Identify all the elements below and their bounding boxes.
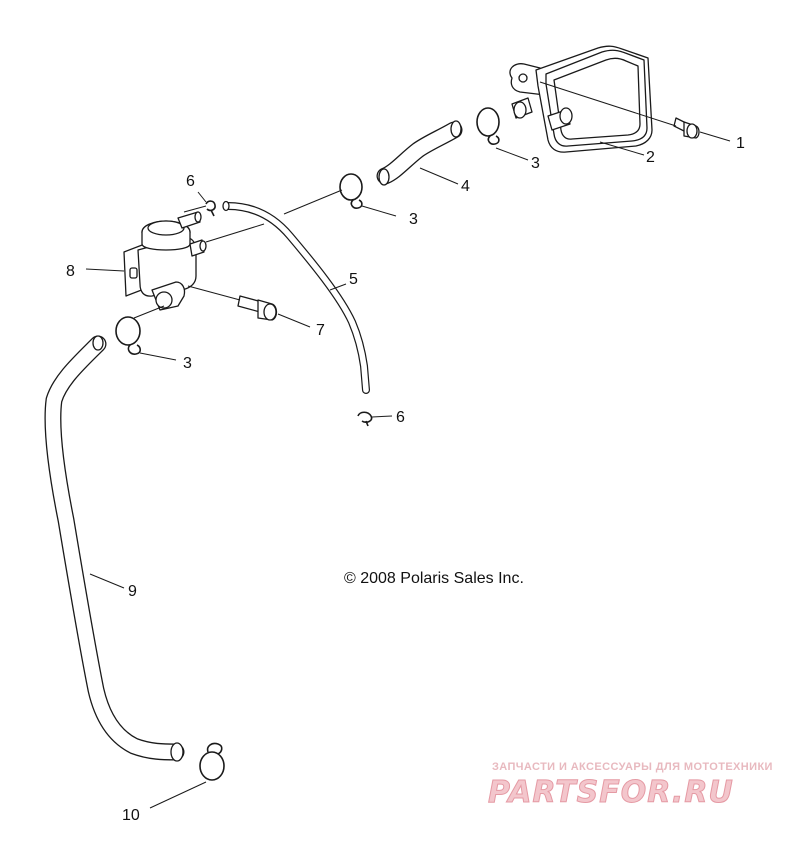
part-3-clamp-lower[interactable] [115,316,142,355]
part-2-canister[interactable] [509,45,653,153]
part-4-hose[interactable] [376,120,463,186]
callout-3-upper: 3 [531,155,540,172]
part-1-bolt[interactable] [673,117,700,139]
callout-3-lower: 3 [183,355,192,372]
canister-outlet-fitting [511,97,533,119]
callout-1: 1 [736,135,745,152]
part-7-bolt[interactable] [237,295,278,321]
callout-6-lower: 6 [396,409,405,426]
leader-lines [85,81,731,809]
callout-9: 9 [128,583,137,600]
callout-10: 10 [122,807,140,824]
callout-numbers: 1 2 3 4 6 3 8 5 7 3 6 9 10 [66,135,745,824]
callout-7: 7 [316,322,325,339]
callout-8: 8 [66,263,75,280]
part-10-clamp[interactable] [199,742,225,781]
callout-4: 4 [461,178,470,195]
copyright-notice: © 2008 Polaris Sales Inc. [344,570,524,587]
part-3-clamp-upper[interactable] [476,107,500,145]
part-6-clip-lower[interactable] [357,411,373,427]
callout-6-upper: 6 [186,173,195,190]
callout-5: 5 [349,271,358,288]
part-6-clip-upper[interactable] [205,200,216,217]
part-8-valve[interactable] [123,211,207,311]
part-9-main-hose[interactable] [44,335,185,762]
part-5-thin-hose[interactable] [222,200,370,394]
callout-2: 2 [646,149,655,166]
part-3-clamp-middle[interactable] [339,173,363,209]
callout-3-middle: 3 [409,211,418,228]
watermark: ЗАПЧАСТИ И АКСЕССУАРЫ ДЛЯ МОТОТЕХНИКИ PA… [488,761,773,811]
watermark-logo: PARTSFOR.RU [488,775,734,810]
watermark-tagline: ЗАПЧАСТИ И АКСЕССУАРЫ ДЛЯ МОТОТЕХНИКИ [492,761,773,773]
